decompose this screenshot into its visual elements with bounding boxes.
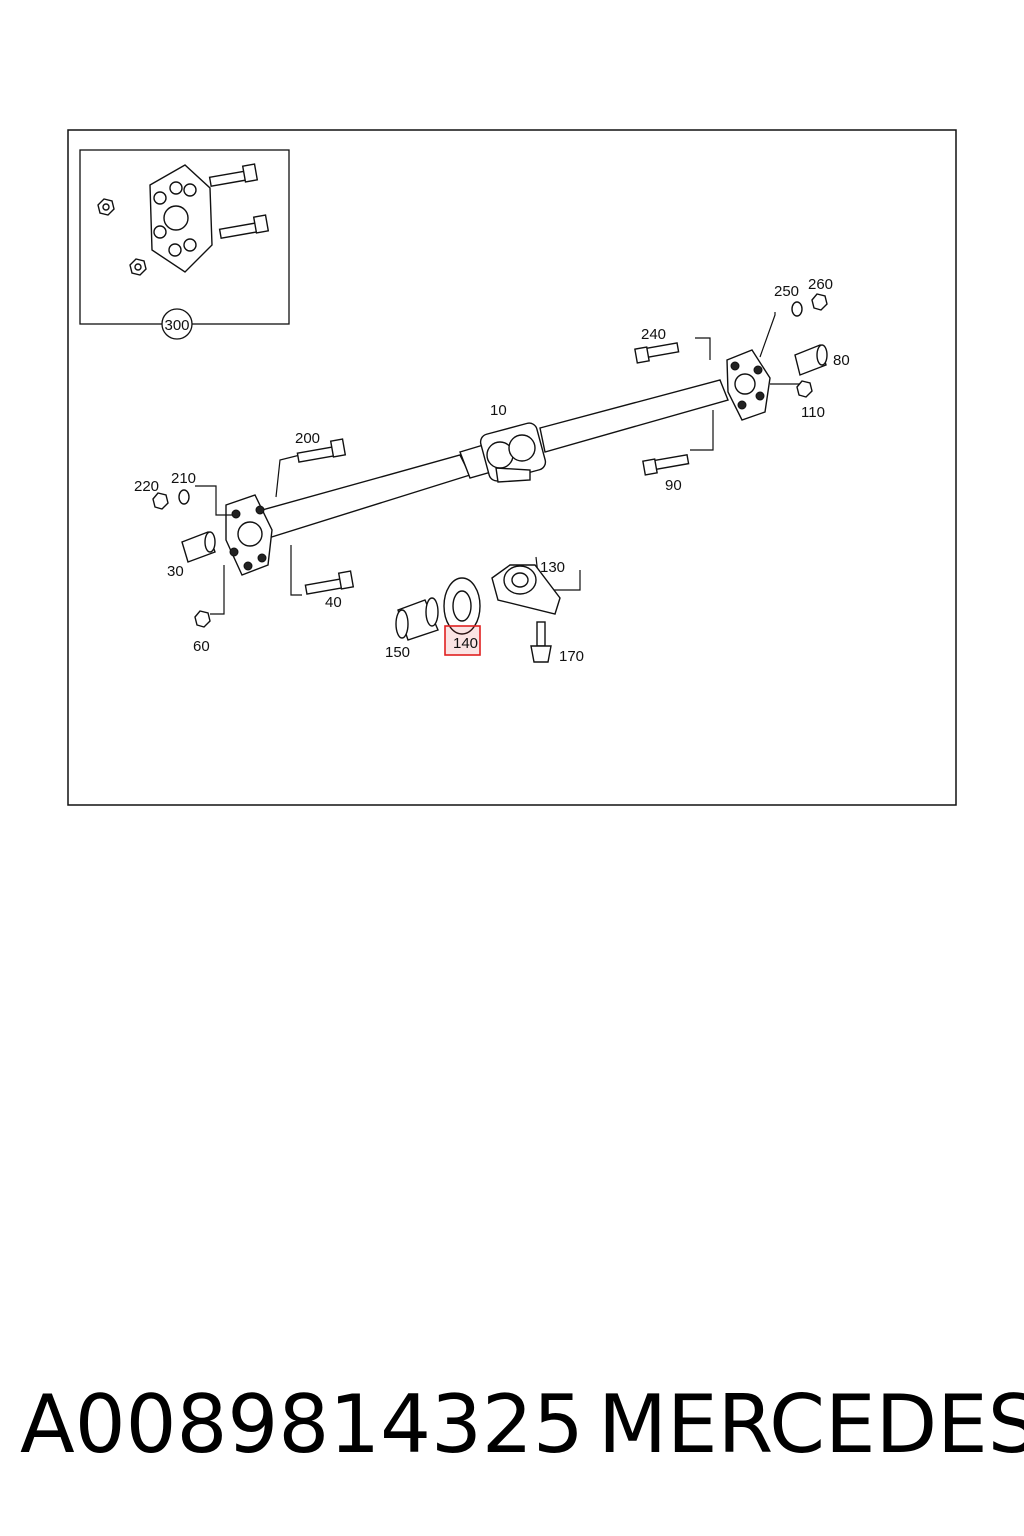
inset-flex-disc	[149, 164, 213, 273]
callout-10: 10	[490, 402, 507, 419]
callout-170: 170	[559, 648, 584, 665]
part-110-nut	[796, 380, 813, 398]
callout-220: 220	[134, 478, 159, 495]
exploded-parts-diagram: 300	[67, 129, 957, 806]
part-170-screw	[530, 621, 552, 663]
callout-140-highlight	[444, 625, 481, 656]
leader-lines	[195, 312, 801, 615]
drive-shaft	[225, 349, 771, 576]
callout-60: 60	[193, 638, 210, 655]
callout-40: 40	[325, 594, 342, 611]
callout-300-circle	[161, 308, 193, 340]
part-60-nut	[194, 610, 211, 628]
part-260-nut	[811, 293, 828, 311]
callout-140: 140	[453, 635, 478, 652]
part-number: A0089814325	[20, 1378, 584, 1471]
part-200-bolt	[296, 438, 347, 463]
callout-240: 240	[641, 326, 666, 343]
part-130-center-support	[491, 564, 561, 615]
inset-bolt-top	[208, 163, 259, 188]
callout-250: 250	[774, 283, 799, 300]
callout-150: 150	[385, 644, 410, 661]
callout-300: 300	[164, 317, 189, 334]
part-30-bushing	[181, 531, 216, 563]
part-240-bolt	[634, 342, 680, 364]
callout-260: 260	[808, 276, 833, 293]
callout-110: 110	[801, 404, 825, 421]
callout-90: 90	[665, 477, 682, 494]
callout-210: 210	[171, 470, 196, 487]
inset-bolt-bottom	[218, 214, 270, 240]
callout-30: 30	[167, 563, 184, 580]
callout-200: 200	[295, 430, 320, 447]
part-40-bolt	[304, 570, 355, 595]
diagram-frame	[67, 129, 957, 806]
callout-130: 130	[540, 559, 565, 576]
footer-caption: A0089814325 MERCEDES	[0, 1370, 1024, 1480]
brand-name: MERCEDES	[598, 1378, 1024, 1471]
inset-kit-300	[79, 149, 290, 325]
part-150-boot	[395, 597, 439, 641]
part-80-bushing	[794, 344, 828, 376]
callout-80: 80	[833, 352, 850, 369]
part-220-nut	[152, 492, 169, 510]
part-90-bolt	[642, 453, 690, 476]
part-210-washer	[178, 489, 190, 505]
part-250-washer	[791, 301, 803, 317]
part-140-bearing	[443, 577, 481, 635]
